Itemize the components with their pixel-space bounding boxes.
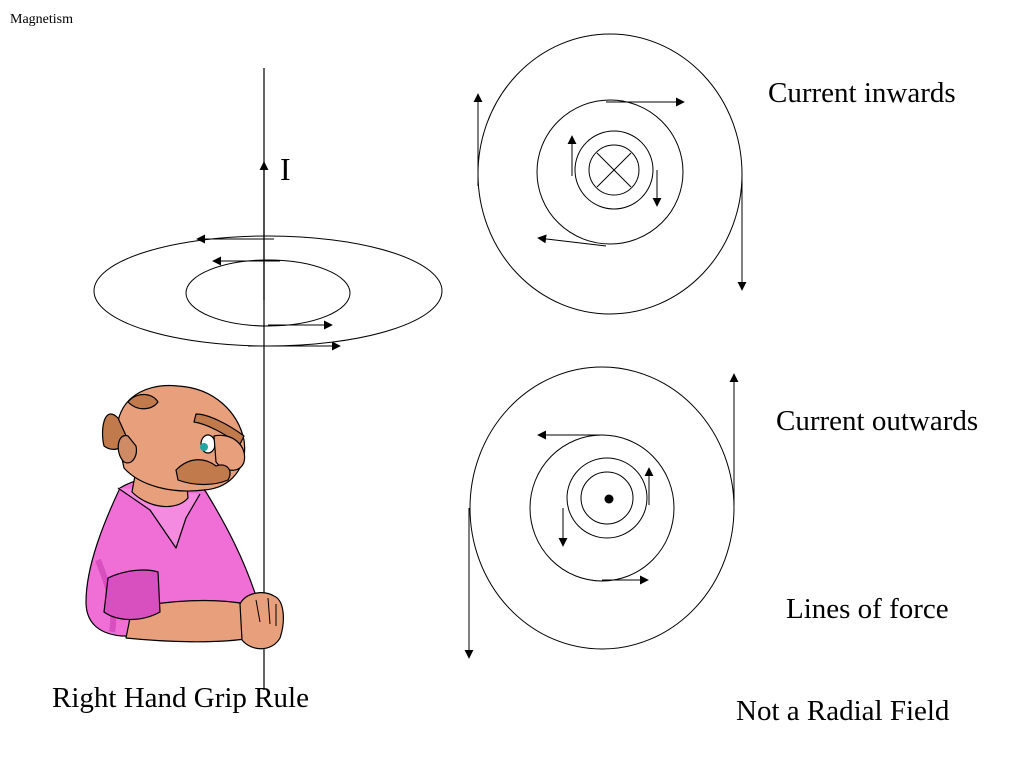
outer-field-loop (93, 235, 443, 347)
outward-middle-field-line (529, 434, 675, 582)
inward-arrow-bottom (537, 234, 607, 247)
outward-current-dot (604, 494, 614, 504)
hair-top (127, 393, 159, 410)
right-hand-grip-rule-caption: Right Hand Grip Rule (52, 682, 309, 714)
current-inwards-label: Current inwards (768, 77, 956, 109)
inward-inner-field-line (574, 130, 654, 210)
eye-pupil (200, 443, 208, 451)
cross-in-circle-icon (588, 144, 640, 196)
current-inwards-diagram (473, 33, 747, 315)
not-radial-field-label: Not a Radial Field (736, 695, 950, 727)
outward-outer-field-line (469, 366, 735, 650)
fist-knuckles (255, 597, 277, 626)
cross-line-b (596, 152, 632, 188)
ear (117, 434, 137, 464)
current-outwards-diagram (464, 366, 739, 659)
inner-field-loop (185, 259, 351, 327)
shirt-sleeve (103, 569, 161, 621)
slide-topic: Magnetism (10, 12, 73, 27)
inward-middle-field-line (536, 99, 684, 245)
dot-in-circle-icon (580, 471, 634, 525)
lines-of-force-label: Lines of force (786, 593, 949, 625)
gripping-fist (239, 592, 284, 650)
outward-inner-field-line (566, 457, 648, 539)
moustache (175, 459, 231, 486)
thinking-man-clipart (85, 384, 284, 650)
current-symbol-label: I (280, 151, 291, 187)
current-outwards-label: Current outwards (776, 405, 978, 437)
wire-field-diagram: I (93, 68, 443, 690)
